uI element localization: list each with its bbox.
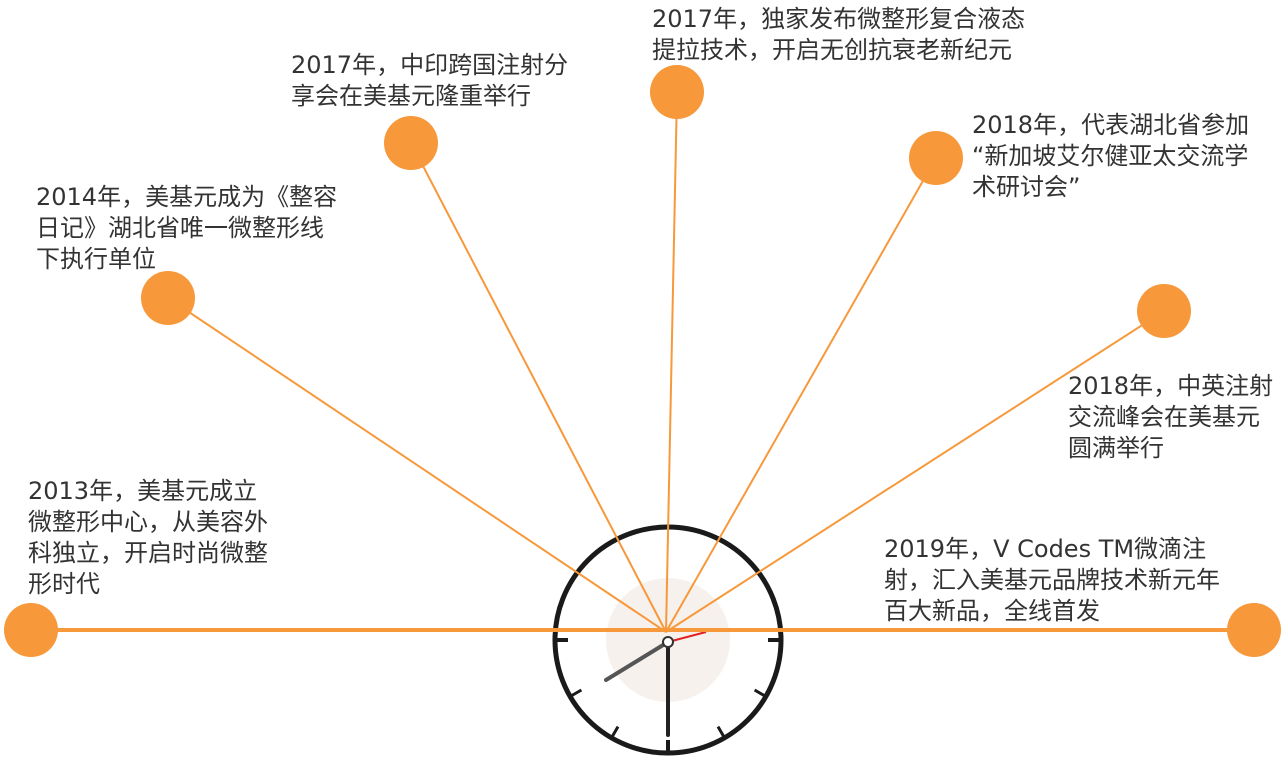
event-label: 2017年，中印跨国注射分享会在美基元隆重举行 <box>291 50 568 112</box>
event-label-line: 享会在美基元隆重举行 <box>291 82 531 110</box>
timeline-ray <box>665 310 1165 633</box>
event-label: 2013年，美基元成立微整形中心，从美容外科独立，开启时尚微整形时代 <box>28 476 268 600</box>
clock-tick <box>716 725 726 738</box>
event-label-line: 提拉技术，开启无创抗衰老新纪元 <box>652 36 1012 64</box>
event-label-line: 2018年，代表湖北省参加 <box>972 111 1250 139</box>
clock-second-hand <box>667 631 707 643</box>
clock-icon <box>552 524 784 756</box>
timeline-ray <box>167 297 667 633</box>
timeline-dot <box>141 271 195 325</box>
clock-tick <box>570 688 583 698</box>
event-label: 2019年，V Codes TM微滴注射，汇入美基元品牌技术新元年百大新品，全线… <box>884 534 1220 627</box>
event-label-line: 圆满举行 <box>1068 434 1164 462</box>
clock-center <box>662 636 674 648</box>
event-label-line: 2017年，中印跨国注射分 <box>291 51 569 79</box>
clock-ticks <box>556 638 780 752</box>
event-label: 2014年，美基元成为《整容日记》湖北省唯一微整形线下执行单位 <box>36 182 337 275</box>
event-label-line: 2017年，独家发布微整形复合液态 <box>652 5 1026 33</box>
clock-tick <box>753 688 766 698</box>
timeline-dot <box>909 131 963 185</box>
event-label-line: “新加坡艾尔健亚太交流学 <box>972 142 1249 170</box>
timeline-dots <box>4 65 1281 657</box>
event-label-line: 交流峰会在美基元 <box>1068 403 1260 431</box>
event-label-line: 百大新品，全线首发 <box>884 597 1100 625</box>
event-label-line: 2018年，中英注射 <box>1068 372 1274 400</box>
event-label-line: 2013年，美基元成立 <box>28 477 258 505</box>
event-label-line: 2014年，美基元成为《整容 <box>36 183 338 211</box>
clock-tick <box>610 725 620 738</box>
event-label-line: 科独立，开启时尚微整 <box>28 539 268 567</box>
event-label-line: 术研讨会” <box>972 173 1081 201</box>
event-label: 2017年，独家发布微整形复合液态提拉技术，开启无创抗衰老新纪元 <box>652 4 1025 66</box>
event-label-line: 微整形中心，从美容外 <box>28 508 268 536</box>
timeline-dot <box>650 65 704 119</box>
timeline-ray <box>665 91 678 633</box>
timeline-dot <box>1227 603 1281 657</box>
event-label: 2018年，代表湖北省参加 “新加坡艾尔健亚太交流学术研讨会” <box>972 110 1249 203</box>
event-label-line: 形时代 <box>28 570 100 598</box>
event-label-line: 日记》湖北省唯一微整形线 <box>36 214 324 242</box>
timeline-dot <box>4 603 58 657</box>
event-label-line: 2019年，V Codes TM微滴注 <box>884 535 1207 563</box>
timeline-ray <box>410 142 667 633</box>
timeline-ray <box>665 157 937 633</box>
event-label-line: 下执行单位 <box>36 245 156 273</box>
timeline-dot <box>384 116 438 170</box>
timeline-dot <box>1137 284 1191 338</box>
timeline-rays <box>167 91 1165 633</box>
event-label: 2018年，中英注射交流峰会在美基元圆满举行 <box>1068 371 1273 464</box>
clock-minute-hand <box>604 640 670 682</box>
event-label-line: 射，汇入美基元品牌技术新元年 <box>884 566 1220 594</box>
